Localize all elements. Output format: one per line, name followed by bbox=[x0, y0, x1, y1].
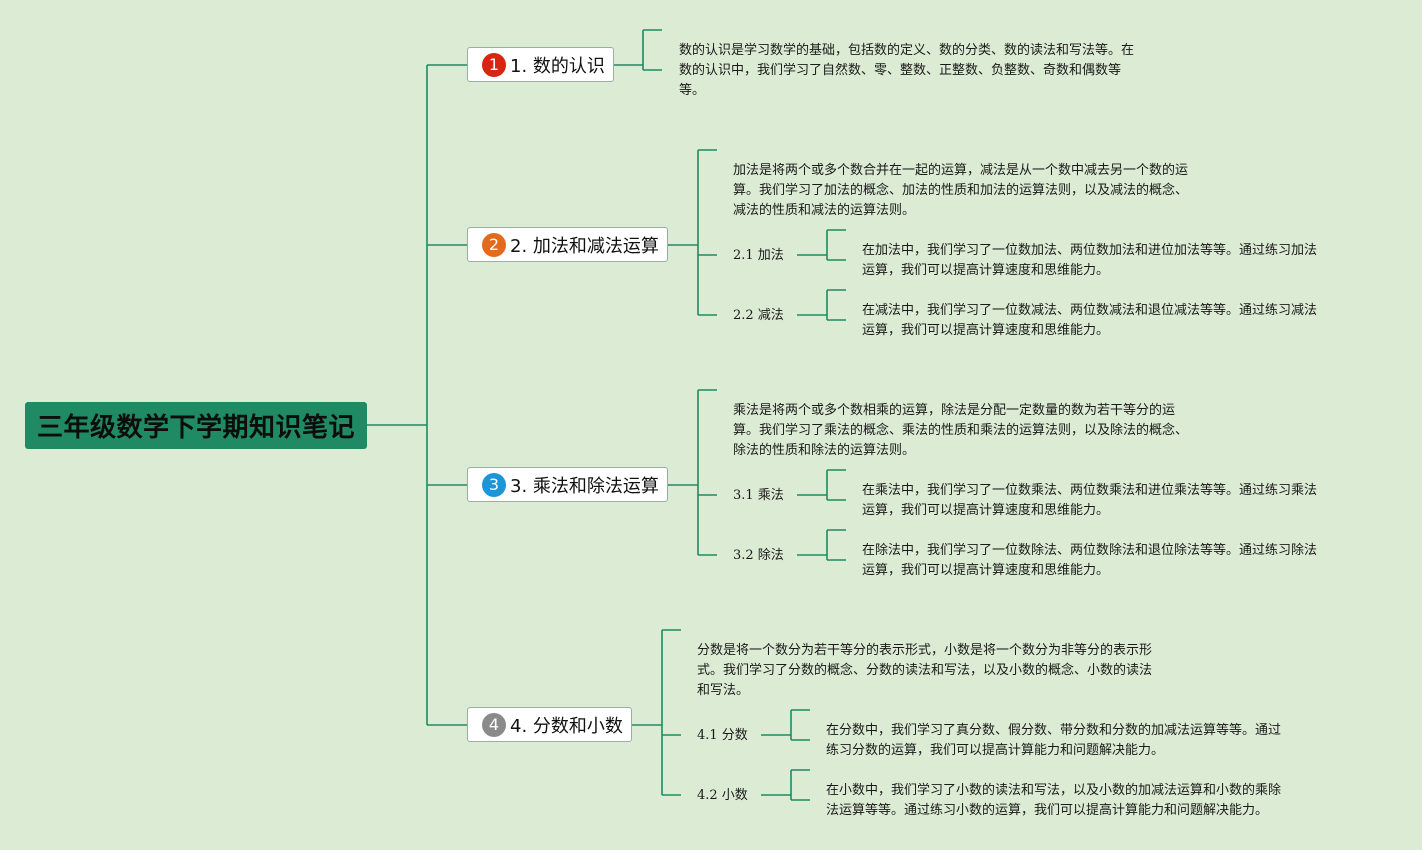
number-badge-icon: 2 bbox=[482, 232, 506, 257]
root-title: 三年级数学下学期知识笔记 bbox=[36, 413, 355, 443]
subtopic-4-2-note: 在小数中，我们学习了小数的读法和写法，以及小数的加减法运算和小数的乘除 法运算等… bbox=[826, 781, 1281, 821]
subtopic-2-2[interactable]: 2.2 减法 bbox=[733, 308, 784, 323]
note-line: 和写法。 bbox=[697, 683, 750, 698]
topic4-connector bbox=[632, 629, 681, 796]
root-connector bbox=[367, 64, 467, 726]
topic-2-note: 加法是将两个或多个数合并在一起的运算，减法是从一个数中减去另一个数的运 算。我们… bbox=[733, 161, 1188, 221]
sub21-connector bbox=[797, 229, 846, 261]
topic-1-label: 1. 数的认识 bbox=[510, 55, 605, 77]
sub41-connector bbox=[761, 709, 810, 741]
topic-1-note: 数的认识是学习数学的基础，包括数的定义、数的分类、数的读法和写法等。在 数的认识… bbox=[679, 41, 1134, 101]
number-badge-icon: 3 bbox=[482, 472, 506, 497]
topic-4-label: 4. 分数和小数 bbox=[510, 715, 623, 737]
note-line: 运算，我们可以提高计算速度和思维能力。 bbox=[862, 263, 1110, 278]
subtopic-4-2[interactable]: 4.2 小数 bbox=[697, 788, 748, 803]
sub22-connector bbox=[797, 289, 846, 321]
note-line: 数的认识中，我们学习了自然数、零、整数、正整数、负整数、奇数和偶数等 bbox=[679, 63, 1122, 78]
sub31-connector bbox=[797, 469, 846, 501]
subtopic-4-1-note: 在分数中，我们学习了真分数、假分数、带分数和分数的加减法运算等等。通过 练习分数… bbox=[826, 721, 1281, 761]
subtopic-3-1-note: 在乘法中，我们学习了一位数乘法、两位数乘法和进位乘法等等。通过练习乘法 运算，我… bbox=[862, 481, 1317, 521]
note-line: 乘法是将两个或多个数相乘的运算，除法是分配一定数量的数为若干等分的运 bbox=[733, 403, 1176, 418]
topic-1-node[interactable]: 1 1. 数的认识 bbox=[467, 47, 614, 82]
sub32-connector bbox=[797, 529, 846, 561]
note-line: 加法是将两个或多个数合并在一起的运算，减法是从一个数中减去另一个数的运 bbox=[733, 163, 1189, 178]
note-line: 在分数中，我们学习了真分数、假分数、带分数和分数的加减法运算等等。通过 bbox=[826, 723, 1282, 738]
subtopic-2-1[interactable]: 2.1 加法 bbox=[733, 248, 784, 263]
subtopic-3-2-note: 在除法中，我们学习了一位数除法、两位数除法和退位除法等等。通过练习除法 运算，我… bbox=[862, 541, 1317, 581]
subtopic-2-2-note: 在减法中，我们学习了一位数减法、两位数减法和退位减法等等。通过练习减法 运算，我… bbox=[862, 301, 1317, 341]
note-line: 算。我们学习了乘法的概念、乘法的性质和乘法的运算法则，以及除法的概念、 bbox=[733, 423, 1189, 438]
note-line: 在除法中，我们学习了一位数除法、两位数除法和退位除法等等。通过练习除法 bbox=[862, 543, 1318, 558]
note-line: 运算，我们可以提高计算速度和思维能力。 bbox=[862, 503, 1110, 518]
note-line: 练习分数的运算，我们可以提高计算能力和问题解决能力。 bbox=[826, 743, 1165, 758]
note-line: 分数是将一个数分为若干等分的表示形式，小数是将一个数分为非等分的表示形 bbox=[697, 643, 1153, 658]
note-line: 式。我们学习了分数的概念、分数的读法和写法，以及小数的概念、小数的读法 bbox=[697, 663, 1153, 678]
topic-4-node[interactable]: 4 4. 分数和小数 bbox=[467, 707, 632, 742]
note-line: 减法的性质和减法的运算法则。 bbox=[733, 203, 916, 218]
note-line: 在乘法中，我们学习了一位数乘法、两位数乘法和进位乘法等等。通过练习乘法 bbox=[862, 483, 1318, 498]
sub42-connector bbox=[761, 769, 810, 801]
topic-4-note: 分数是将一个数分为若干等分的表示形式，小数是将一个数分为非等分的表示形 式。我们… bbox=[697, 641, 1152, 701]
note-line: 等。 bbox=[679, 83, 706, 98]
topic-3-note: 乘法是将两个或多个数相乘的运算，除法是分配一定数量的数为若干等分的运 算。我们学… bbox=[733, 401, 1188, 461]
subtopic-3-1[interactable]: 3.1 乘法 bbox=[733, 488, 784, 503]
number-badge-icon: 4 bbox=[482, 712, 506, 737]
note-line: 法运算等等。通过练习小数的运算，我们可以提高计算能力和问题解决能力。 bbox=[826, 803, 1269, 818]
subtopic-3-2[interactable]: 3.2 除法 bbox=[733, 548, 784, 563]
number-badge-icon: 1 bbox=[482, 52, 506, 77]
note-line: 运算，我们可以提高计算速度和思维能力。 bbox=[862, 563, 1110, 578]
topic-3-label: 3. 乘法和除法运算 bbox=[510, 475, 659, 497]
topic3-connector bbox=[668, 389, 717, 556]
topic-2-label: 2. 加法和减法运算 bbox=[510, 235, 659, 257]
subtopic-4-1[interactable]: 4.1 分数 bbox=[697, 728, 748, 743]
note-line: 在加法中，我们学习了一位数加法、两位数加法和进位加法等等。通过练习加法 bbox=[862, 243, 1318, 258]
root-node[interactable]: 三年级数学下学期知识笔记 bbox=[25, 402, 367, 449]
topic2-connector bbox=[668, 149, 717, 316]
topic-3-node[interactable]: 3 3. 乘法和除法运算 bbox=[467, 467, 668, 502]
topic1-connector bbox=[614, 29, 662, 71]
note-line: 除法的性质和除法的运算法则。 bbox=[733, 443, 916, 458]
note-line: 运算，我们可以提高计算速度和思维能力。 bbox=[862, 323, 1110, 338]
note-line: 在减法中，我们学习了一位数减法、两位数减法和退位减法等等。通过练习减法 bbox=[862, 303, 1318, 318]
subtopic-2-1-note: 在加法中，我们学习了一位数加法、两位数加法和进位加法等等。通过练习加法 运算，我… bbox=[862, 241, 1317, 281]
note-line: 算。我们学习了加法的概念、加法的性质和加法的运算法则，以及减法的概念、 bbox=[733, 183, 1189, 198]
note-line: 在小数中，我们学习了小数的读法和写法，以及小数的加减法运算和小数的乘除 bbox=[826, 783, 1282, 798]
topic-2-node[interactable]: 2 2. 加法和减法运算 bbox=[467, 227, 668, 262]
note-line: 数的认识是学习数学的基础，包括数的定义、数的分类、数的读法和写法等。在 bbox=[679, 43, 1135, 58]
